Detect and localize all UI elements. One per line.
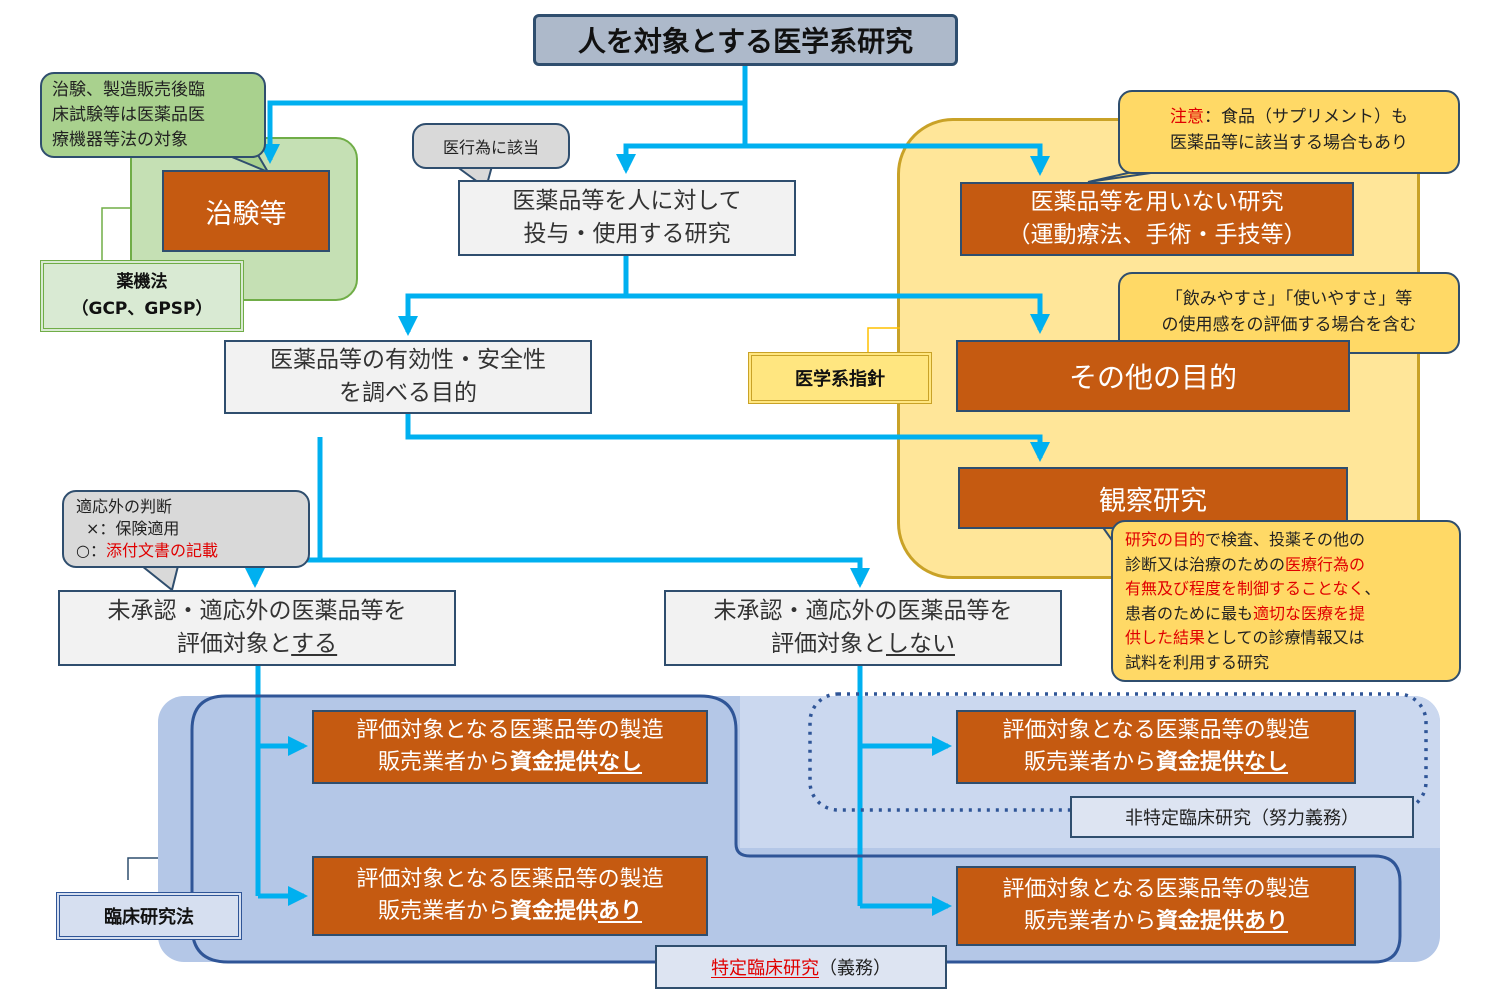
funding-bold-underlined: なし bbox=[1244, 750, 1289, 775]
caution-label: 注意 bbox=[1170, 107, 1204, 127]
caution-text: ：食品（サプリメント）も bbox=[1204, 107, 1408, 127]
other-note-line: の使用感をの評価する場合を含む bbox=[1161, 315, 1417, 335]
unapproved-no-line: 評価対象と bbox=[771, 631, 886, 657]
chiken-note-line: 療機器等法の対象 bbox=[52, 130, 188, 150]
unapproved-yes-line: 未承認・適応外の医薬品等を bbox=[107, 598, 407, 624]
pharma-law-name: 薬機法 bbox=[116, 272, 168, 292]
unapproved-no-box: 未承認・適応外の医薬品等を 評価対象としない bbox=[664, 590, 1062, 666]
obs-note-red: 研究の目的 bbox=[1125, 530, 1206, 549]
obs-note-red: 有無及び程度を制御することなく bbox=[1125, 579, 1365, 598]
caution-text-line2: 医薬品等に該当する場合もあり bbox=[1170, 133, 1408, 153]
other-purpose-label: その他の目的 bbox=[1068, 361, 1237, 394]
offlabel-item-red: 添付文書の記載 bbox=[105, 541, 218, 560]
funding-line: 評価対象となる医薬品等の製造 bbox=[356, 718, 664, 743]
other-note-line: 「飲みやすさ」「使いやすさ」等 bbox=[1165, 289, 1413, 309]
obs-note-text: 診断又は治療のための bbox=[1125, 554, 1286, 574]
efficacy-line: を調べる目的 bbox=[339, 380, 477, 406]
obs-note-red: 適切な医療を提 bbox=[1253, 603, 1366, 623]
specific-label: 特定臨床研究（義務） bbox=[655, 945, 947, 989]
funding-bold: 資金提供 bbox=[509, 750, 598, 775]
clinical-law-text: 臨床研究法 bbox=[104, 907, 194, 928]
no-drug-line: 医薬品等を用いない研究 bbox=[1030, 189, 1284, 215]
drug-use-line: 投与・使用する研究 bbox=[523, 221, 731, 247]
obs-note-text: 患者のために最も bbox=[1125, 603, 1254, 623]
nonspecific-text: 非特定臨床研究（努力義務） bbox=[1125, 808, 1359, 829]
funding-bold-underlined: あり bbox=[598, 899, 643, 924]
unapproved-yes-underlined: する bbox=[291, 631, 338, 657]
funding-line: 販売業者から bbox=[1023, 750, 1156, 775]
efficacy-box: 医薬品等の有効性・安全性 を調べる目的 bbox=[224, 340, 592, 414]
offlabel-item: ×：保険適用 bbox=[86, 519, 180, 538]
specific-text-red: 特定臨床研究 bbox=[711, 958, 819, 979]
funding-none-box-right: 評価対象となる医薬品等の製造 販売業者から資金提供なし bbox=[956, 710, 1356, 784]
funding-none-box-left: 評価対象となる医薬品等の製造 販売業者から資金提供なし bbox=[312, 710, 708, 784]
funding-bold: 資金提供 bbox=[509, 899, 598, 924]
specific-text: （義務） bbox=[819, 958, 891, 979]
chiken-note-line: 床試験等は医薬品医 bbox=[52, 105, 205, 125]
funding-line: 評価対象となる医薬品等の製造 bbox=[1002, 877, 1310, 902]
chiken-note-callout: 治験、製造販売後臨 床試験等は医薬品医 療機器等法の対象 bbox=[40, 72, 266, 158]
funding-line: 評価対象となる医薬品等の製造 bbox=[356, 867, 664, 892]
page-title: 人を対象とする医学系研究 bbox=[533, 14, 958, 66]
unapproved-yes-box: 未承認・適応外の医薬品等を 評価対象とする bbox=[58, 590, 456, 666]
pharma-law-label: 薬機法 （GCP、GPSP） bbox=[40, 260, 244, 332]
funding-bold: 資金提供 bbox=[1155, 750, 1244, 775]
funding-bold-underlined: なし bbox=[598, 750, 643, 775]
offlabel-title: 適応外の判断 bbox=[76, 497, 173, 516]
no-drug-line: （運動療法、手術・手技等） bbox=[1007, 222, 1307, 248]
obs-note-text: としての診療情報又は bbox=[1205, 628, 1365, 647]
obs-note-text: で検査、投薬その他の bbox=[1205, 530, 1366, 549]
obs-note-red: 供した結果 bbox=[1125, 628, 1206, 647]
medical-act-callout: 医行為に該当 bbox=[412, 123, 570, 169]
unapproved-yes-line: 評価対象と bbox=[176, 631, 292, 657]
chiken-label: 治験等 bbox=[205, 198, 287, 230]
funding-line: 販売業者から bbox=[1023, 909, 1156, 934]
other-purpose-box: その他の目的 bbox=[956, 340, 1350, 412]
funding-bold: 資金提供 bbox=[1155, 909, 1244, 934]
obs-note-red: 医療行為の bbox=[1285, 554, 1366, 574]
observational-definition-callout: 研究の目的で検査、投薬その他の 診断又は治療のための医療行為の 有無及び程度を制… bbox=[1111, 520, 1461, 682]
drug-use-box: 医薬品等を人に対して 投与・使用する研究 bbox=[458, 180, 796, 256]
offlabel-mark: ○： bbox=[76, 541, 106, 560]
chiken-note-line: 治験、製造販売後臨 bbox=[52, 80, 205, 100]
funding-line: 販売業者から bbox=[377, 899, 510, 924]
medical-act-note: 医行為に該当 bbox=[442, 138, 539, 157]
offlabel-callout: 適応外の判断 ×：保険適用 ○：添付文書の記載 bbox=[62, 490, 310, 568]
funding-bold-underlined: あり bbox=[1244, 909, 1289, 934]
obs-note-text: 試料を利用する研究 bbox=[1125, 652, 1270, 672]
obs-note-text: 、 bbox=[1364, 579, 1381, 598]
pharma-law-sub: （GCP、GPSP） bbox=[71, 299, 213, 319]
observational-label: 観察研究 bbox=[1099, 485, 1207, 517]
efficacy-line: 医薬品等の有効性・安全性 bbox=[270, 347, 546, 373]
funding-yes-box-left: 評価対象となる医薬品等の製造 販売業者から資金提供あり bbox=[312, 856, 708, 936]
unapproved-no-underlined: しない bbox=[886, 631, 955, 657]
funding-line: 販売業者から bbox=[377, 750, 510, 775]
title-text: 人を対象とする医学系研究 bbox=[577, 25, 914, 58]
no-drug-box: 医薬品等を用いない研究 （運動療法、手術・手技等） bbox=[960, 182, 1354, 256]
funding-line: 評価対象となる医薬品等の製造 bbox=[1002, 718, 1310, 743]
clinical-law-label: 臨床研究法 bbox=[56, 892, 242, 940]
guideline-text: 医学系指針 bbox=[795, 369, 885, 390]
nonspecific-label: 非特定臨床研究（努力義務） bbox=[1070, 796, 1414, 838]
unapproved-no-line: 未承認・適応外の医薬品等を bbox=[713, 598, 1013, 624]
funding-yes-box-right: 評価対象となる医薬品等の製造 販売業者から資金提供あり bbox=[956, 866, 1356, 946]
guideline-label: 医学系指針 bbox=[748, 352, 932, 404]
chiken-box: 治験等 bbox=[162, 170, 330, 252]
drug-use-line: 医薬品等を人に対して bbox=[512, 188, 742, 214]
caution-callout: 注意：食品（サプリメント）も 医薬品等に該当する場合もあり bbox=[1118, 90, 1460, 174]
